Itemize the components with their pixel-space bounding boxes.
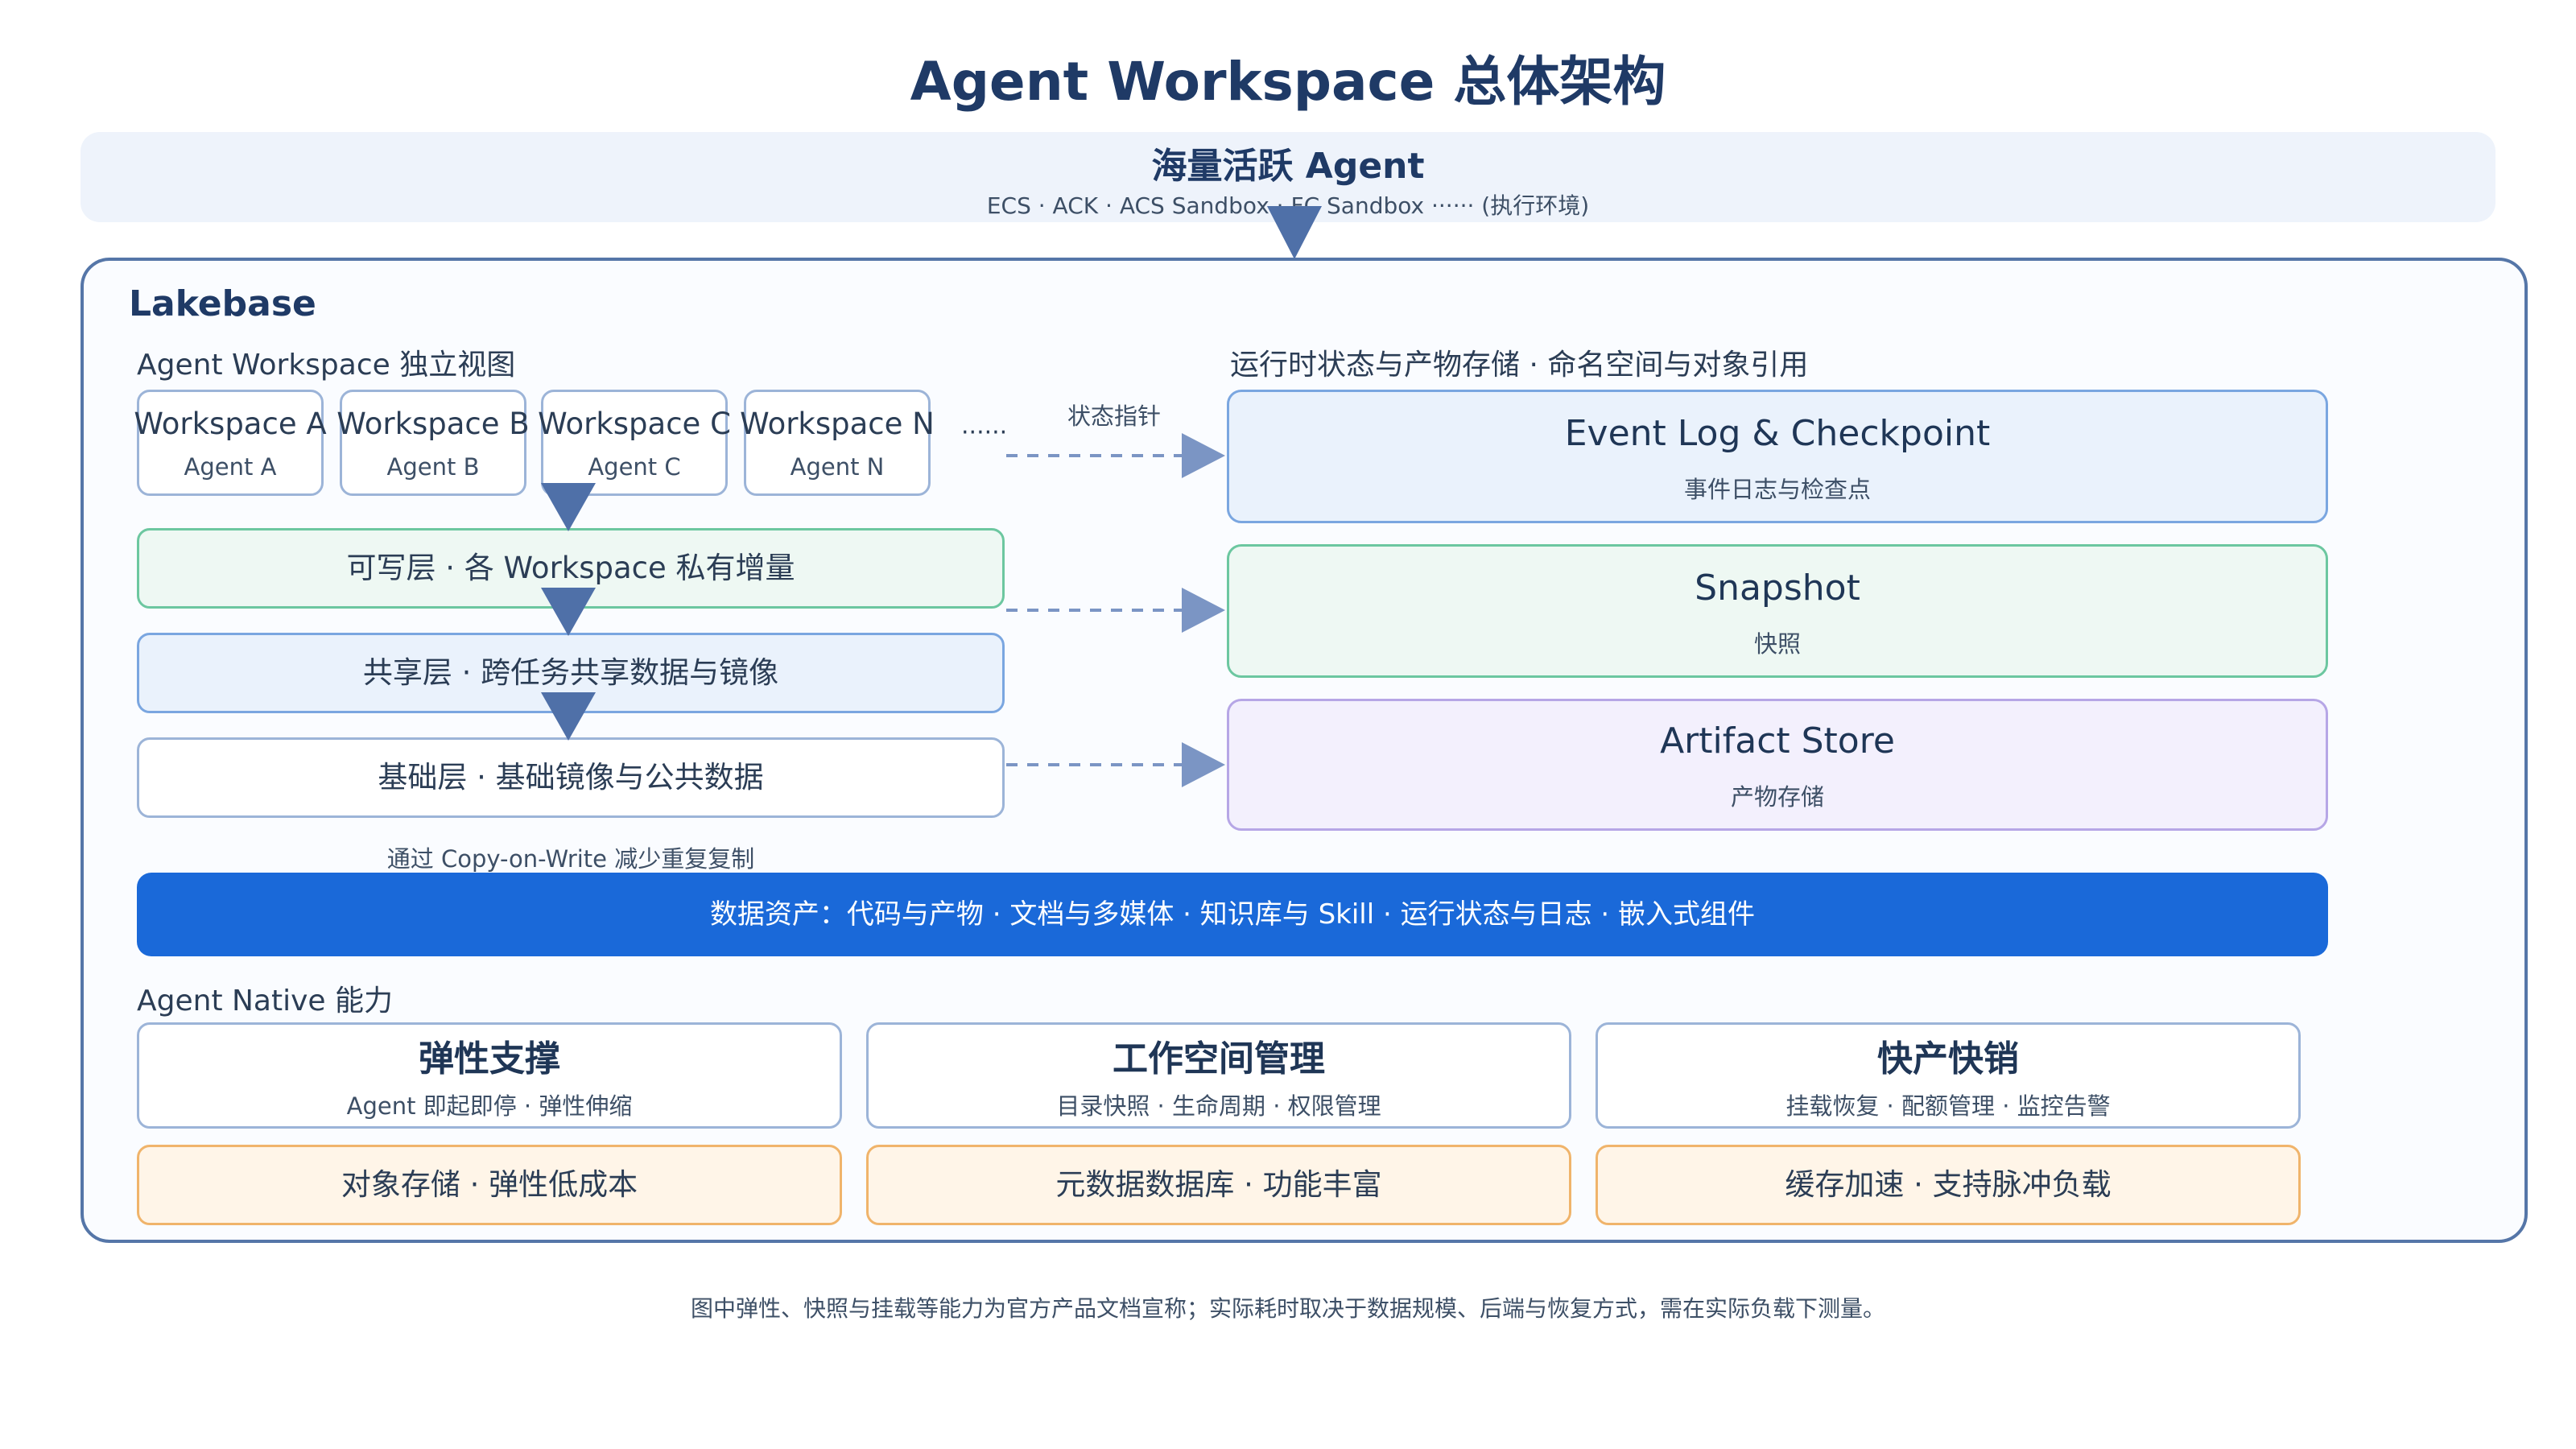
metadata-db-box: 元数据数据库 · 功能丰富 <box>866 1145 1571 1225</box>
copy-on-write-note: 通过 Copy-on-Write 减少重复复制 <box>386 845 755 873</box>
workspace-agent: Agent N <box>790 453 885 481</box>
store-subtitle: 事件日志与检查点 <box>1683 476 1871 503</box>
workspace-title: Workspace B <box>336 407 530 441</box>
event-log-checkpoint-box: Event Log & Checkpoint 事件日志与检查点 <box>1227 390 2328 523</box>
store-title: Snapshot <box>1695 568 1860 609</box>
footnote: 图中弹性、快照与挂载等能力为官方产品文档宣称；实际耗时取决于数据规模、后端与恢复… <box>690 1295 1885 1322</box>
storage-section-label: 运行时状态与产物存储 · 命名空间与对象引用 <box>1230 349 1809 382</box>
capability-subtitle: 目录快照 · 生命周期 · 权限管理 <box>1056 1092 1381 1120</box>
workspace-title: Workspace C <box>538 407 731 441</box>
workspace-agent: Agent A <box>184 453 277 481</box>
store-title: Artifact Store <box>1660 720 1895 762</box>
workspace-c-card: Workspace C Agent C <box>538 390 731 496</box>
capability-title: 工作空间管理 <box>1113 1038 1325 1080</box>
base-layer: 基础层 · 基础镜像与公共数据 <box>137 737 1005 818</box>
workspace-n-card: Workspace N Agent N <box>740 390 935 496</box>
right-arrow-icon <box>1182 433 1225 478</box>
lakebase-title: Lakebase <box>129 283 316 324</box>
agent-native-label: Agent Native 能力 <box>137 985 394 1018</box>
store-subtitle: 快照 <box>1753 630 1801 658</box>
active-agents-title: 海量活跃 Agent <box>1151 146 1425 187</box>
workspace-agent: Agent B <box>386 453 480 481</box>
workspace-ellipsis: ······ <box>961 419 1008 447</box>
data-assets-bar: 数据资产：代码与产物 · 文档与多媒体 · 知识库与 Skill · 运行状态与… <box>137 873 2328 956</box>
down-arrow-icon <box>541 588 596 636</box>
capability-workspace-mgmt-card: 工作空间管理 目录快照 · 生命周期 · 权限管理 <box>866 1022 1571 1129</box>
down-arrow-icon <box>541 692 596 741</box>
workspace-section-label: Agent Workspace 独立视图 <box>137 349 516 382</box>
down-arrow-icon <box>541 483 596 531</box>
workspace-title: Workspace A <box>134 407 327 441</box>
store-title: Event Log & Checkpoint <box>1564 413 1991 454</box>
state-pointer-label: 状态指针 <box>1067 402 1162 430</box>
cache-acceleration-box: 缓存加速 · 支持脉冲负载 <box>1596 1145 2301 1225</box>
store-subtitle: 产物存储 <box>1730 783 1824 811</box>
right-arrow-icon <box>1182 588 1225 633</box>
workspace-agent: Agent C <box>588 453 681 481</box>
snapshot-box: Snapshot 快照 <box>1227 544 2328 678</box>
capability-subtitle: 挂载恢复 · 配额管理 · 监控告警 <box>1785 1092 2111 1120</box>
workspace-b-card: Workspace B Agent B <box>336 390 530 496</box>
right-arrow-icon <box>1182 742 1225 787</box>
workspace-title: Workspace N <box>740 407 935 441</box>
object-storage-box: 对象存储 · 弹性低成本 <box>137 1145 842 1225</box>
page-title: Agent Workspace 总体架构 <box>910 51 1666 113</box>
capability-fast-card: 快产快销 挂载恢复 · 配额管理 · 监控告警 <box>1596 1022 2301 1129</box>
capability-title: 弹性支撑 <box>419 1038 560 1080</box>
capability-title: 快产快销 <box>1877 1038 2019 1080</box>
down-arrow-icon <box>1267 206 1322 259</box>
capability-elastic-card: 弹性支撑 Agent 即起即停 · 弹性伸缩 <box>137 1022 842 1129</box>
workspace-a-card: Workspace A Agent A <box>134 390 327 496</box>
capability-subtitle: Agent 即起即停 · 弹性伸缩 <box>346 1092 633 1120</box>
artifact-store-box: Artifact Store 产物存储 <box>1227 699 2328 831</box>
